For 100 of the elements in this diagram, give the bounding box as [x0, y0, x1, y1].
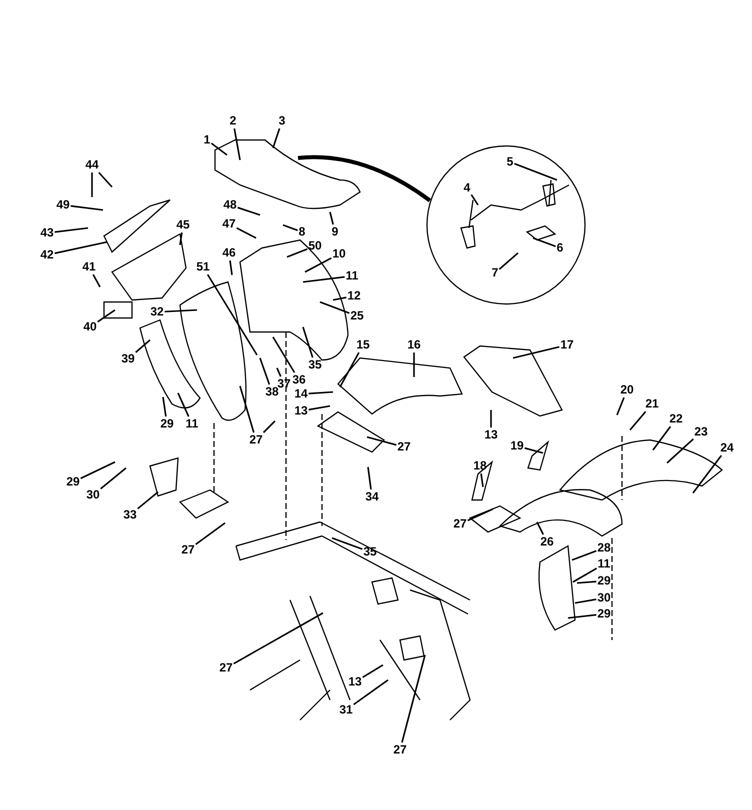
leader-line [666, 438, 694, 464]
callout-number: 11 [598, 558, 610, 570]
callout-number: 27 [181, 544, 195, 556]
leader-line [308, 405, 330, 410]
leader-line [302, 326, 314, 358]
leader-line [576, 580, 596, 584]
leader-line [54, 241, 108, 254]
callout-number: 12 [347, 290, 361, 302]
leader-line [572, 550, 597, 561]
leader-line [692, 455, 722, 494]
callout-number: 35 [363, 546, 377, 558]
leader-line [272, 128, 280, 148]
callout-number: 3 [278, 114, 286, 128]
callout-number: 32 [150, 306, 164, 318]
callout-number: 24 [720, 442, 734, 454]
leader-line [177, 392, 190, 417]
leader-line [413, 352, 415, 377]
callout-number: 1 [204, 134, 210, 146]
callout-number: 7 [492, 266, 498, 280]
callout-number: 28 [597, 542, 611, 554]
callout-number: 31 [339, 704, 353, 716]
leader-line [652, 426, 672, 450]
leader-line [362, 664, 384, 678]
leader-line [308, 391, 334, 394]
callout-number: 11 [186, 418, 198, 430]
leader-line [574, 598, 596, 604]
leader-line [320, 301, 350, 314]
leader-line [237, 206, 260, 216]
leader-line [259, 358, 270, 385]
detail-link-line [298, 155, 432, 202]
leader-line [137, 491, 158, 510]
leader-line [514, 162, 558, 181]
callout-number: 15 [356, 338, 370, 352]
callout-number: 25 [350, 310, 364, 322]
leader-line [536, 522, 544, 535]
callout-number: 16 [407, 338, 421, 352]
leader-line [512, 346, 560, 359]
leader-line [262, 420, 276, 434]
leader-line [353, 679, 388, 706]
leader-line [332, 537, 363, 550]
leader-line [524, 447, 544, 454]
callout-number: 22 [669, 412, 683, 426]
callout-number: 46 [222, 246, 236, 260]
leader-line [568, 614, 596, 619]
callout-number: 29 [597, 574, 611, 588]
callout-number: 29 [160, 418, 174, 430]
callout-number: 27 [249, 434, 263, 446]
leader-line [304, 257, 332, 273]
leader-line [92, 274, 101, 288]
callout-number: 14 [294, 388, 308, 400]
callout-number: 6 [556, 242, 564, 254]
callout-number: 4 [464, 182, 470, 194]
leader-line [329, 212, 334, 225]
callout-number: 20 [620, 384, 634, 396]
leader-line [490, 410, 492, 428]
callout-number: 13 [294, 404, 308, 418]
callout-number: 44 [85, 158, 99, 172]
leader-line [100, 467, 126, 490]
leader-line [233, 612, 324, 664]
callout-number: 43 [40, 226, 54, 240]
leader-line [70, 205, 104, 211]
callout-number: 13 [348, 676, 362, 688]
callout-number: 40 [83, 320, 97, 334]
callout-number: 33 [123, 508, 137, 522]
callout-number: 8 [298, 226, 306, 238]
callout-number: 9 [332, 226, 338, 238]
leader-line [162, 396, 167, 417]
callout-number: 29 [597, 608, 611, 620]
callout-number: 27 [397, 440, 411, 454]
callout-number: 30 [86, 488, 100, 502]
callout-number: 34 [365, 490, 379, 504]
leader-line [302, 276, 345, 283]
callout-number: 42 [40, 248, 54, 262]
leader-line [91, 172, 93, 197]
callout-number: 47 [222, 218, 236, 230]
leader-line [206, 274, 258, 356]
callout-number: 2 [230, 114, 236, 128]
leader-line [332, 296, 346, 301]
leader-line [276, 368, 282, 377]
callout-number: 39 [121, 352, 135, 366]
callout-number: 49 [56, 198, 70, 212]
leader-line [97, 309, 116, 322]
callout-number: 5 [506, 156, 514, 168]
callout-number: 51 [196, 260, 210, 274]
callout-number: 37 [277, 378, 291, 390]
leader-line [467, 508, 494, 522]
callout-number: 48 [223, 198, 237, 212]
callout-number: 10 [332, 248, 346, 260]
callout-number: 26 [540, 536, 554, 548]
leader-line [401, 654, 426, 743]
leader-line [616, 397, 625, 416]
leader-line [135, 339, 151, 353]
callout-number: 36 [292, 374, 306, 386]
leader-line [480, 473, 484, 488]
leader-line [532, 237, 556, 248]
callout-number: 17 [560, 338, 574, 352]
callout-number: 41 [82, 260, 96, 274]
leader-line [80, 461, 116, 480]
callout-number: 27 [219, 662, 233, 674]
callout-number: 30 [597, 592, 611, 604]
